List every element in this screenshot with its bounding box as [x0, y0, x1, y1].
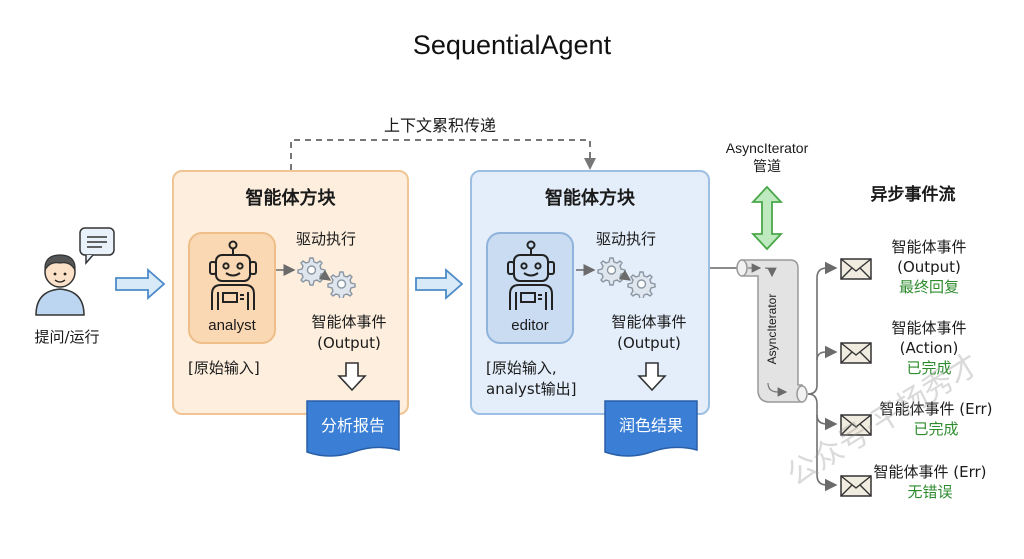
event-status: 无错误	[907, 483, 953, 501]
agent-block-analyst: 智能体方块 analyst 驱动执行	[172, 170, 409, 415]
event-label-line2: (Output)	[317, 334, 381, 352]
agent-card-editor[interactable]: editor	[486, 232, 574, 344]
event-item: 智能体事件 (Output) 最终回复	[854, 237, 1004, 297]
analyst-to-editor-arrow	[415, 268, 464, 300]
doc-label: 分析报告	[320, 416, 385, 435]
doc-label: 润色结果	[618, 416, 683, 435]
event-item: 智能体事件 (Err) 已完成	[856, 399, 1016, 439]
robot-icon	[507, 240, 555, 310]
drive-label: 驱动执行	[596, 230, 657, 248]
event-status: 最终回复	[898, 278, 959, 296]
down-arrow-icon	[337, 362, 367, 392]
agent-block-editor: 智能体方块 editor 驱动执行 智	[470, 170, 710, 415]
event-label-line1: 智能体事件	[611, 313, 687, 331]
gears-icon	[276, 257, 356, 298]
event-item: 智能体事件 (Err) 无错误	[850, 462, 1010, 502]
down-arrow-icon	[637, 362, 667, 392]
agent-name: analyst	[208, 317, 256, 334]
document-shape	[604, 400, 698, 457]
event-label: 智能体事件 (Output)	[604, 312, 694, 354]
agent-card-analyst[interactable]: analyst	[188, 232, 276, 344]
output-doc-polished-result[interactable]: 润色结果	[604, 400, 698, 458]
pipeline-bidirectional-arrow	[750, 185, 784, 251]
event-item: 智能体事件 (Action) 已完成	[854, 318, 1004, 378]
output-doc-analysis-report[interactable]: 分析报告	[306, 400, 400, 458]
envelope-icon	[840, 342, 872, 364]
input-label: [原始输入, analyst输出]	[486, 359, 577, 398]
context-flow-arrow	[290, 139, 591, 170]
event-label-line2: (Output)	[617, 334, 681, 352]
user-to-analyst-arrow	[115, 268, 166, 300]
context-flow-arrowhead	[584, 158, 596, 170]
envelope-icon	[840, 258, 872, 280]
document-shape	[306, 400, 400, 457]
event-stream-title: 异步事件流	[870, 185, 956, 205]
event-status: 已完成	[913, 420, 959, 438]
drive-label: 驱动执行	[296, 230, 357, 248]
gears-icon	[576, 257, 656, 298]
event-fanout-lines	[807, 261, 838, 492]
agent-name: editor	[511, 317, 549, 334]
async-iterator-tube	[736, 259, 808, 403]
event-label-line1: 智能体事件	[311, 313, 387, 331]
block-title: 智能体方块	[245, 188, 336, 209]
user-with-speech-bubble-icon	[35, 227, 115, 316]
diagram-title: SequentialAgent	[412, 30, 612, 60]
user-label: 提问/运行	[34, 328, 100, 346]
tube-label: AsyncIterator	[765, 293, 779, 365]
envelope-icon	[840, 414, 872, 436]
event-status: 已完成	[906, 359, 952, 377]
context-flow-label: 上下文累积传递	[383, 116, 496, 135]
event-label: 智能体事件 (Output)	[304, 312, 394, 354]
input-label: [原始输入]	[188, 359, 260, 377]
robot-icon	[209, 240, 257, 310]
block-title: 智能体方块	[545, 188, 635, 209]
pipeline-label: AsyncIterator 管道	[725, 140, 809, 174]
envelope-icon	[840, 475, 872, 497]
